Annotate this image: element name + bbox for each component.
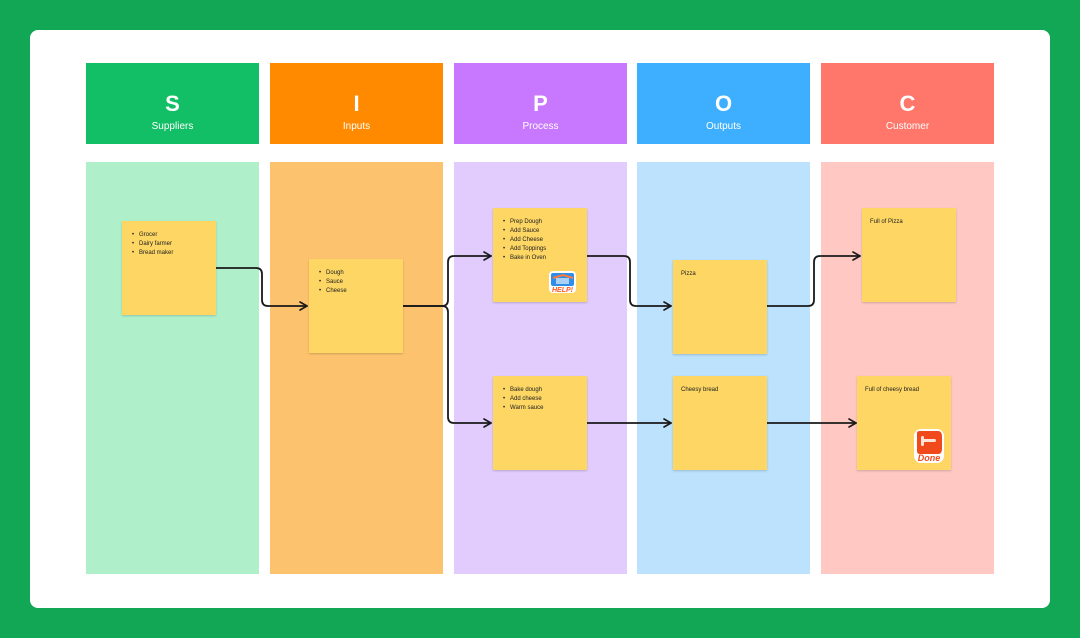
list-item: Bread maker: [132, 249, 208, 258]
header-name: Process: [522, 121, 559, 132]
sticky-output-cheesy-bread[interactable]: Cheesy bread: [673, 376, 767, 470]
sticky-text: Full of cheesy bread: [865, 387, 920, 393]
list-item: Bake dough: [503, 386, 579, 395]
list-item: Grocer: [132, 231, 208, 240]
help-sticker-label: HELP!: [552, 287, 574, 294]
header-letter: O: [714, 91, 733, 116]
help-sticker-icon[interactable]: HELP!: [547, 268, 579, 296]
header-outputs: O Outputs: [637, 63, 810, 144]
header-name: Suppliers: [151, 121, 194, 132]
header-letter: I: [353, 91, 360, 116]
column-outputs: [637, 162, 810, 574]
sticky-output-pizza[interactable]: Pizza: [673, 260, 767, 354]
header-customer: C Customer: [821, 63, 994, 144]
header-name: Customer: [885, 121, 930, 132]
list-item: Add Cheese: [503, 236, 579, 245]
list-item: Sauce: [319, 278, 395, 287]
list-item: Add cheese: [503, 395, 579, 404]
header-inputs: I Inputs: [270, 63, 443, 144]
list-item: Bake in Oven: [503, 254, 579, 263]
sticky-suppliers[interactable]: Grocer Dairy farmer Bread maker: [122, 221, 216, 315]
sticky-customer-pizza[interactable]: Full of Pizza: [862, 208, 956, 302]
sticky-process-bread[interactable]: Bake dough Add cheese Warm sauce: [493, 376, 587, 470]
list-item: Cheese: [319, 287, 395, 296]
list-item: Add Toppings: [503, 245, 579, 254]
header-name: Outputs: [705, 121, 742, 132]
header-letter: C: [899, 91, 916, 116]
done-sticker-label: Done: [918, 453, 941, 463]
list-item: Prep Dough: [503, 218, 579, 227]
sticky-text: Full of Pizza: [870, 219, 903, 225]
sticky-text: Pizza: [681, 271, 696, 277]
column-inputs: [270, 162, 443, 574]
list-item: Add Sauce: [503, 227, 579, 236]
sticky-text: Cheesy bread: [681, 387, 719, 393]
header-name: Inputs: [342, 121, 371, 132]
header-suppliers: S Suppliers: [86, 63, 259, 144]
sticky-inputs[interactable]: Dough Sauce Cheese: [309, 259, 403, 353]
list-item: Dough: [319, 269, 395, 278]
list-item: Warm sauce: [503, 404, 579, 413]
done-sticker-icon[interactable]: Done: [911, 427, 947, 465]
header-process: P Process: [454, 63, 627, 144]
header-letter: P: [533, 91, 548, 116]
list-item: Dairy farmer: [132, 240, 208, 249]
header-letter: S: [165, 91, 180, 116]
